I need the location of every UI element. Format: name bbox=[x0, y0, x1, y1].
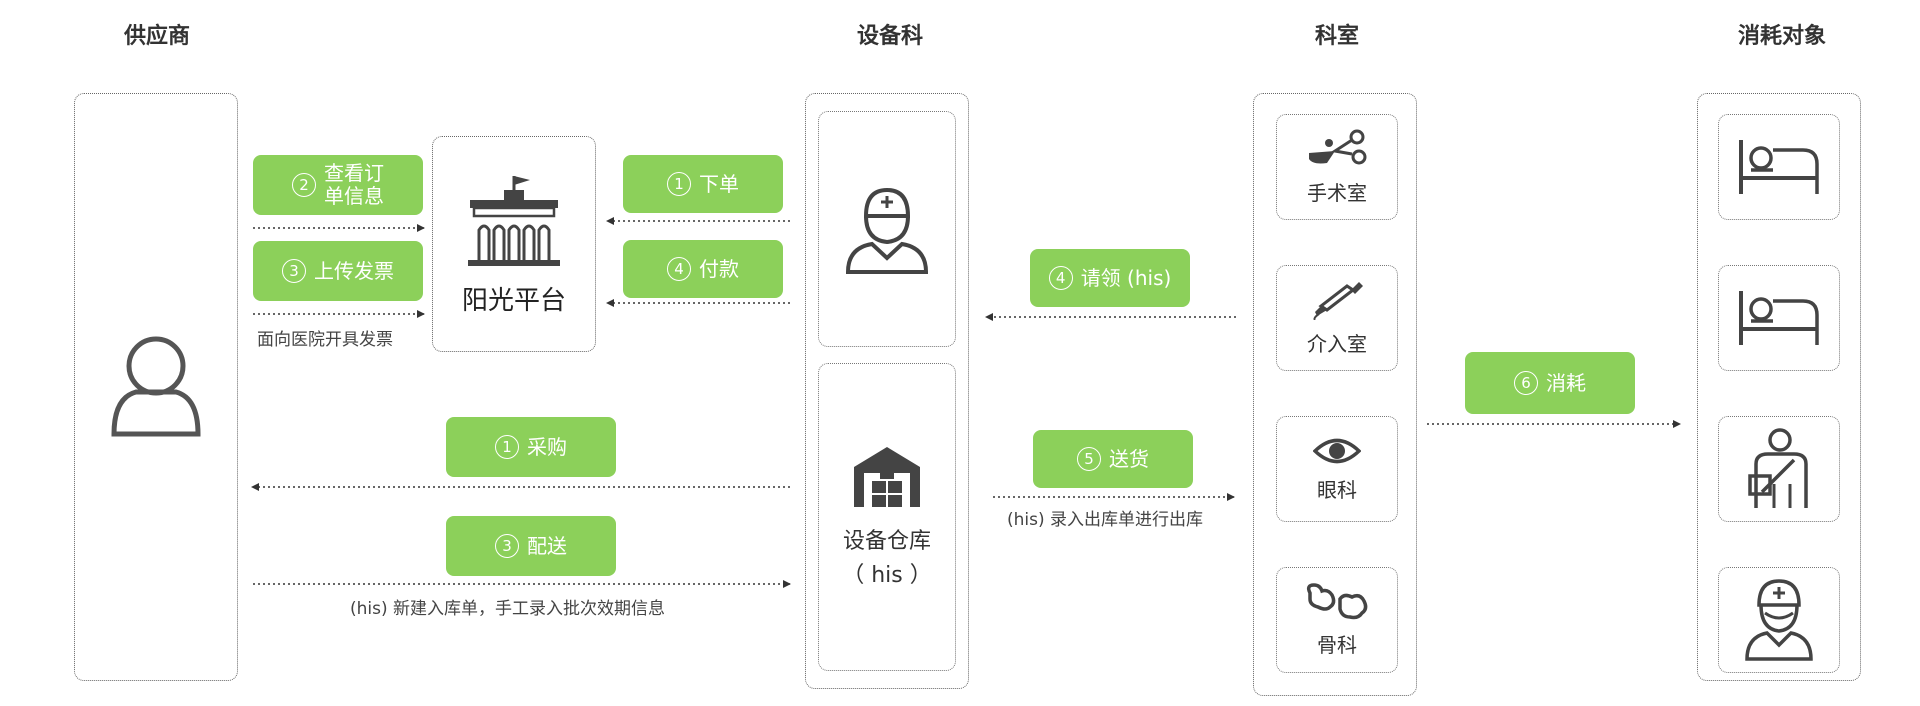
pill-label: 付款 bbox=[699, 256, 739, 281]
step-number: 2 bbox=[292, 173, 316, 197]
step-number: 5 bbox=[1077, 447, 1101, 471]
surgery-icon bbox=[1309, 129, 1367, 164]
warehouse-sublabel: （ his ） bbox=[842, 563, 932, 588]
department-item: 介入室 bbox=[1276, 265, 1398, 371]
pill-upload-invoice: 3 上传发票 bbox=[253, 241, 423, 301]
header-supplier: 供应商 bbox=[123, 24, 190, 49]
equipment-staff-box bbox=[818, 111, 956, 347]
department-label: 眼科 bbox=[1317, 477, 1357, 502]
pill-label: 送货 bbox=[1109, 446, 1149, 471]
note-invoice: 面向医院开具发票 bbox=[257, 330, 393, 350]
equipment-box bbox=[805, 93, 969, 689]
step-number: 1 bbox=[667, 172, 691, 196]
consumer-item bbox=[1718, 416, 1840, 522]
department-label: 骨科 bbox=[1317, 632, 1357, 657]
supplier-person-icon bbox=[111, 336, 201, 437]
department-label: 手术室 bbox=[1307, 180, 1367, 205]
pill-label: 查看订 单信息 bbox=[324, 161, 384, 208]
header-equipment: 设备科 bbox=[856, 24, 923, 49]
step-number: 6 bbox=[1514, 371, 1538, 395]
pill-purchase: 1 采购 bbox=[446, 417, 616, 477]
pill-place-order: 1 下单 bbox=[623, 155, 783, 213]
eye-icon bbox=[1313, 438, 1361, 463]
pill-consume: 6 消耗 bbox=[1465, 352, 1635, 414]
government-building-icon bbox=[468, 175, 560, 266]
warehouse-icon bbox=[854, 447, 920, 507]
step-number: 1 bbox=[495, 435, 519, 459]
warehouse-label: 设备仓库 bbox=[842, 529, 931, 554]
pill-deliver: 3 配送 bbox=[446, 516, 616, 576]
step-number: 4 bbox=[1048, 266, 1073, 290]
supplier-box bbox=[74, 93, 238, 681]
department-item: 眼科 bbox=[1276, 416, 1398, 522]
bone-icon bbox=[1306, 582, 1368, 619]
pill-label: 配送 bbox=[527, 533, 567, 558]
pill-label: 请领 (his) bbox=[1080, 265, 1172, 290]
pill-pay: 4 付款 bbox=[623, 240, 783, 298]
department-label: 介入室 bbox=[1307, 331, 1367, 356]
doctor-icon bbox=[845, 187, 929, 274]
consumer-box bbox=[1697, 93, 1861, 681]
pill-label: 上传发票 bbox=[314, 258, 394, 283]
header-department: 科室 bbox=[1314, 24, 1359, 49]
patient-bed-icon bbox=[1739, 140, 1819, 194]
step-number: 3 bbox=[282, 259, 306, 283]
consumer-item bbox=[1718, 265, 1840, 371]
step-number: 4 bbox=[667, 257, 691, 281]
note-outbound: (his) 录入出库单进行出库 bbox=[1007, 510, 1204, 530]
pill-ship: 5 送货 bbox=[1033, 430, 1193, 488]
pill-label: 采购 bbox=[527, 434, 567, 459]
consumer-item bbox=[1718, 114, 1840, 220]
platform-label: 阳光平台 bbox=[461, 285, 566, 316]
patient-sling-icon bbox=[1748, 428, 1808, 508]
pill-request: 4 请领 (his) bbox=[1030, 249, 1190, 307]
consumer-item bbox=[1718, 567, 1840, 673]
department-item: 手术室 bbox=[1276, 114, 1398, 220]
note-inbound: (his) 新建入库单，手工录入批次效期信息 bbox=[350, 599, 666, 619]
nurse-icon bbox=[1745, 579, 1813, 661]
department-box bbox=[1253, 93, 1417, 696]
department-item: 骨科 bbox=[1276, 567, 1398, 673]
warehouse-box: 设备仓库 （ his ） bbox=[818, 363, 956, 671]
pill-view-order: 2 查看订 单信息 bbox=[253, 155, 423, 215]
platform-box: 阳光平台 bbox=[432, 136, 596, 352]
step-number: 3 bbox=[495, 534, 519, 558]
syringe-icon bbox=[1313, 281, 1363, 320]
patient-bed-icon bbox=[1739, 291, 1819, 345]
pill-label: 消耗 bbox=[1546, 370, 1586, 395]
header-consumer: 消耗对象 bbox=[1737, 24, 1826, 49]
pill-label: 下单 bbox=[699, 171, 739, 196]
